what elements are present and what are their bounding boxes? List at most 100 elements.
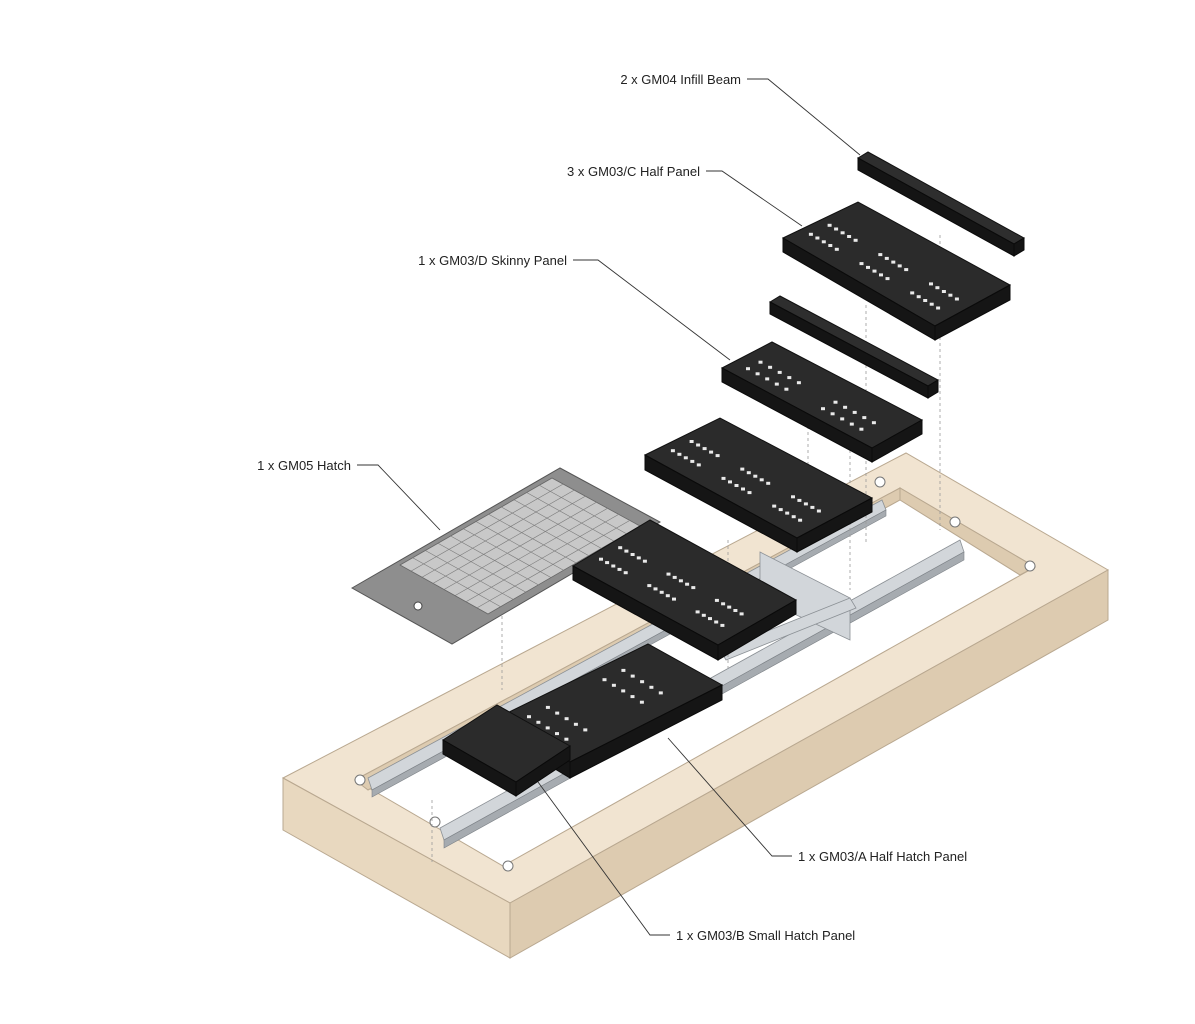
panel-slot	[897, 264, 902, 268]
panel-slot	[685, 582, 690, 586]
panel-slot	[923, 299, 928, 302]
panel-slot	[715, 454, 720, 458]
panel-slot	[573, 722, 578, 726]
panel-slot	[821, 240, 826, 244]
panel-slot	[640, 680, 645, 684]
gm03c-panel-lower	[643, 417, 874, 553]
panel-slot	[611, 683, 616, 687]
panel-slot	[859, 427, 864, 431]
panel-slot	[765, 377, 770, 381]
callout-label-gm03c: 3 x GM03/C Half Panel	[567, 164, 700, 179]
panel-slot	[714, 598, 719, 602]
panel-slot	[696, 443, 701, 447]
callout-gm03c: 3 x GM03/C Half Panel	[567, 164, 803, 227]
mesh-line	[421, 489, 575, 578]
panel-slot	[728, 480, 732, 484]
panel-slot	[777, 370, 782, 374]
panel-slot	[859, 262, 864, 266]
panel-slot	[840, 231, 845, 235]
gm04-infill-beam-top	[856, 151, 1026, 257]
panel-slot	[639, 700, 644, 704]
panel-slot	[954, 297, 959, 301]
gm03b-panel	[442, 704, 571, 797]
panel-slot	[891, 260, 896, 264]
panel-slot	[849, 422, 854, 426]
panel-slot	[672, 575, 677, 579]
panel-slot	[630, 553, 635, 556]
mesh-line	[476, 520, 630, 609]
panel-slot	[741, 487, 745, 491]
panel-slot	[746, 367, 750, 371]
panel-slot	[564, 737, 569, 741]
panel-slot	[611, 564, 616, 568]
panel-slot	[941, 290, 946, 293]
panel-slot	[720, 623, 725, 627]
panel-slot	[755, 372, 760, 376]
panel-slot	[739, 612, 744, 616]
panel-slot	[852, 410, 857, 414]
panel-slot	[753, 474, 758, 478]
panel-slot	[624, 549, 629, 553]
mesh-line	[465, 514, 619, 603]
panel-slot	[784, 387, 789, 391]
panel-slot	[690, 459, 695, 463]
callout-gm03b: 1 x GM03/B Small Hatch Panel	[537, 781, 855, 943]
panel-slot	[564, 717, 569, 721]
panel-slot	[665, 594, 670, 598]
panel-slot	[885, 277, 890, 281]
panel-slot	[747, 491, 752, 495]
panel-slot	[555, 711, 560, 715]
panel-slot	[696, 463, 701, 467]
panel-slot	[649, 685, 654, 689]
panel-slot	[653, 587, 658, 591]
panel-slot	[830, 412, 835, 416]
panel-slot	[929, 302, 934, 306]
panel-slot	[733, 609, 738, 612]
panel-slot	[605, 561, 610, 565]
panel-slot	[815, 236, 820, 240]
panel-slot	[834, 247, 839, 251]
panel-slot	[840, 417, 845, 421]
mesh-line	[443, 502, 597, 590]
panel-slot	[677, 452, 682, 456]
panel-slot	[872, 269, 877, 273]
mesh-line	[432, 496, 586, 584]
panel-slot	[734, 484, 739, 487]
panel-slot	[727, 605, 732, 609]
panel-slot	[621, 689, 626, 693]
gm03c-panel-top	[781, 201, 1012, 341]
panel-slot	[843, 405, 848, 409]
panel-slot	[636, 556, 641, 560]
panel-slot	[904, 268, 909, 272]
panel-slot	[670, 449, 675, 453]
panel-slot	[834, 227, 839, 231]
gm05-hatch	[350, 467, 662, 645]
panel-slot	[642, 559, 647, 563]
panel-slot	[617, 567, 622, 571]
panel-slot	[884, 256, 889, 260]
gm04-infill-beam-lower	[768, 295, 940, 399]
panel-slot	[798, 518, 803, 522]
panel-slot	[774, 382, 779, 386]
callout-label-gm05: 1 x GM05 Hatch	[257, 458, 351, 473]
panel-slot	[683, 456, 688, 460]
panel-slot	[871, 421, 876, 425]
callout-label-gm03b: 1 x GM03/B Small Hatch Panel	[676, 928, 855, 943]
panel-slot	[758, 360, 763, 364]
panel-slot	[772, 504, 777, 508]
panel-slot	[759, 478, 764, 482]
panel-slot	[647, 584, 652, 588]
panel-slot	[536, 720, 541, 724]
panel-slot	[785, 511, 790, 515]
panel-slot	[766, 481, 771, 485]
panel-slot	[630, 695, 635, 699]
panel-slot	[678, 579, 683, 583]
panel-slot	[816, 509, 821, 513]
panel-slot	[630, 674, 635, 678]
panel-slot	[879, 273, 883, 277]
panel-slot	[787, 376, 792, 380]
panel-slot	[701, 613, 706, 617]
panel-slot	[778, 508, 783, 512]
panel-slot	[828, 244, 833, 247]
